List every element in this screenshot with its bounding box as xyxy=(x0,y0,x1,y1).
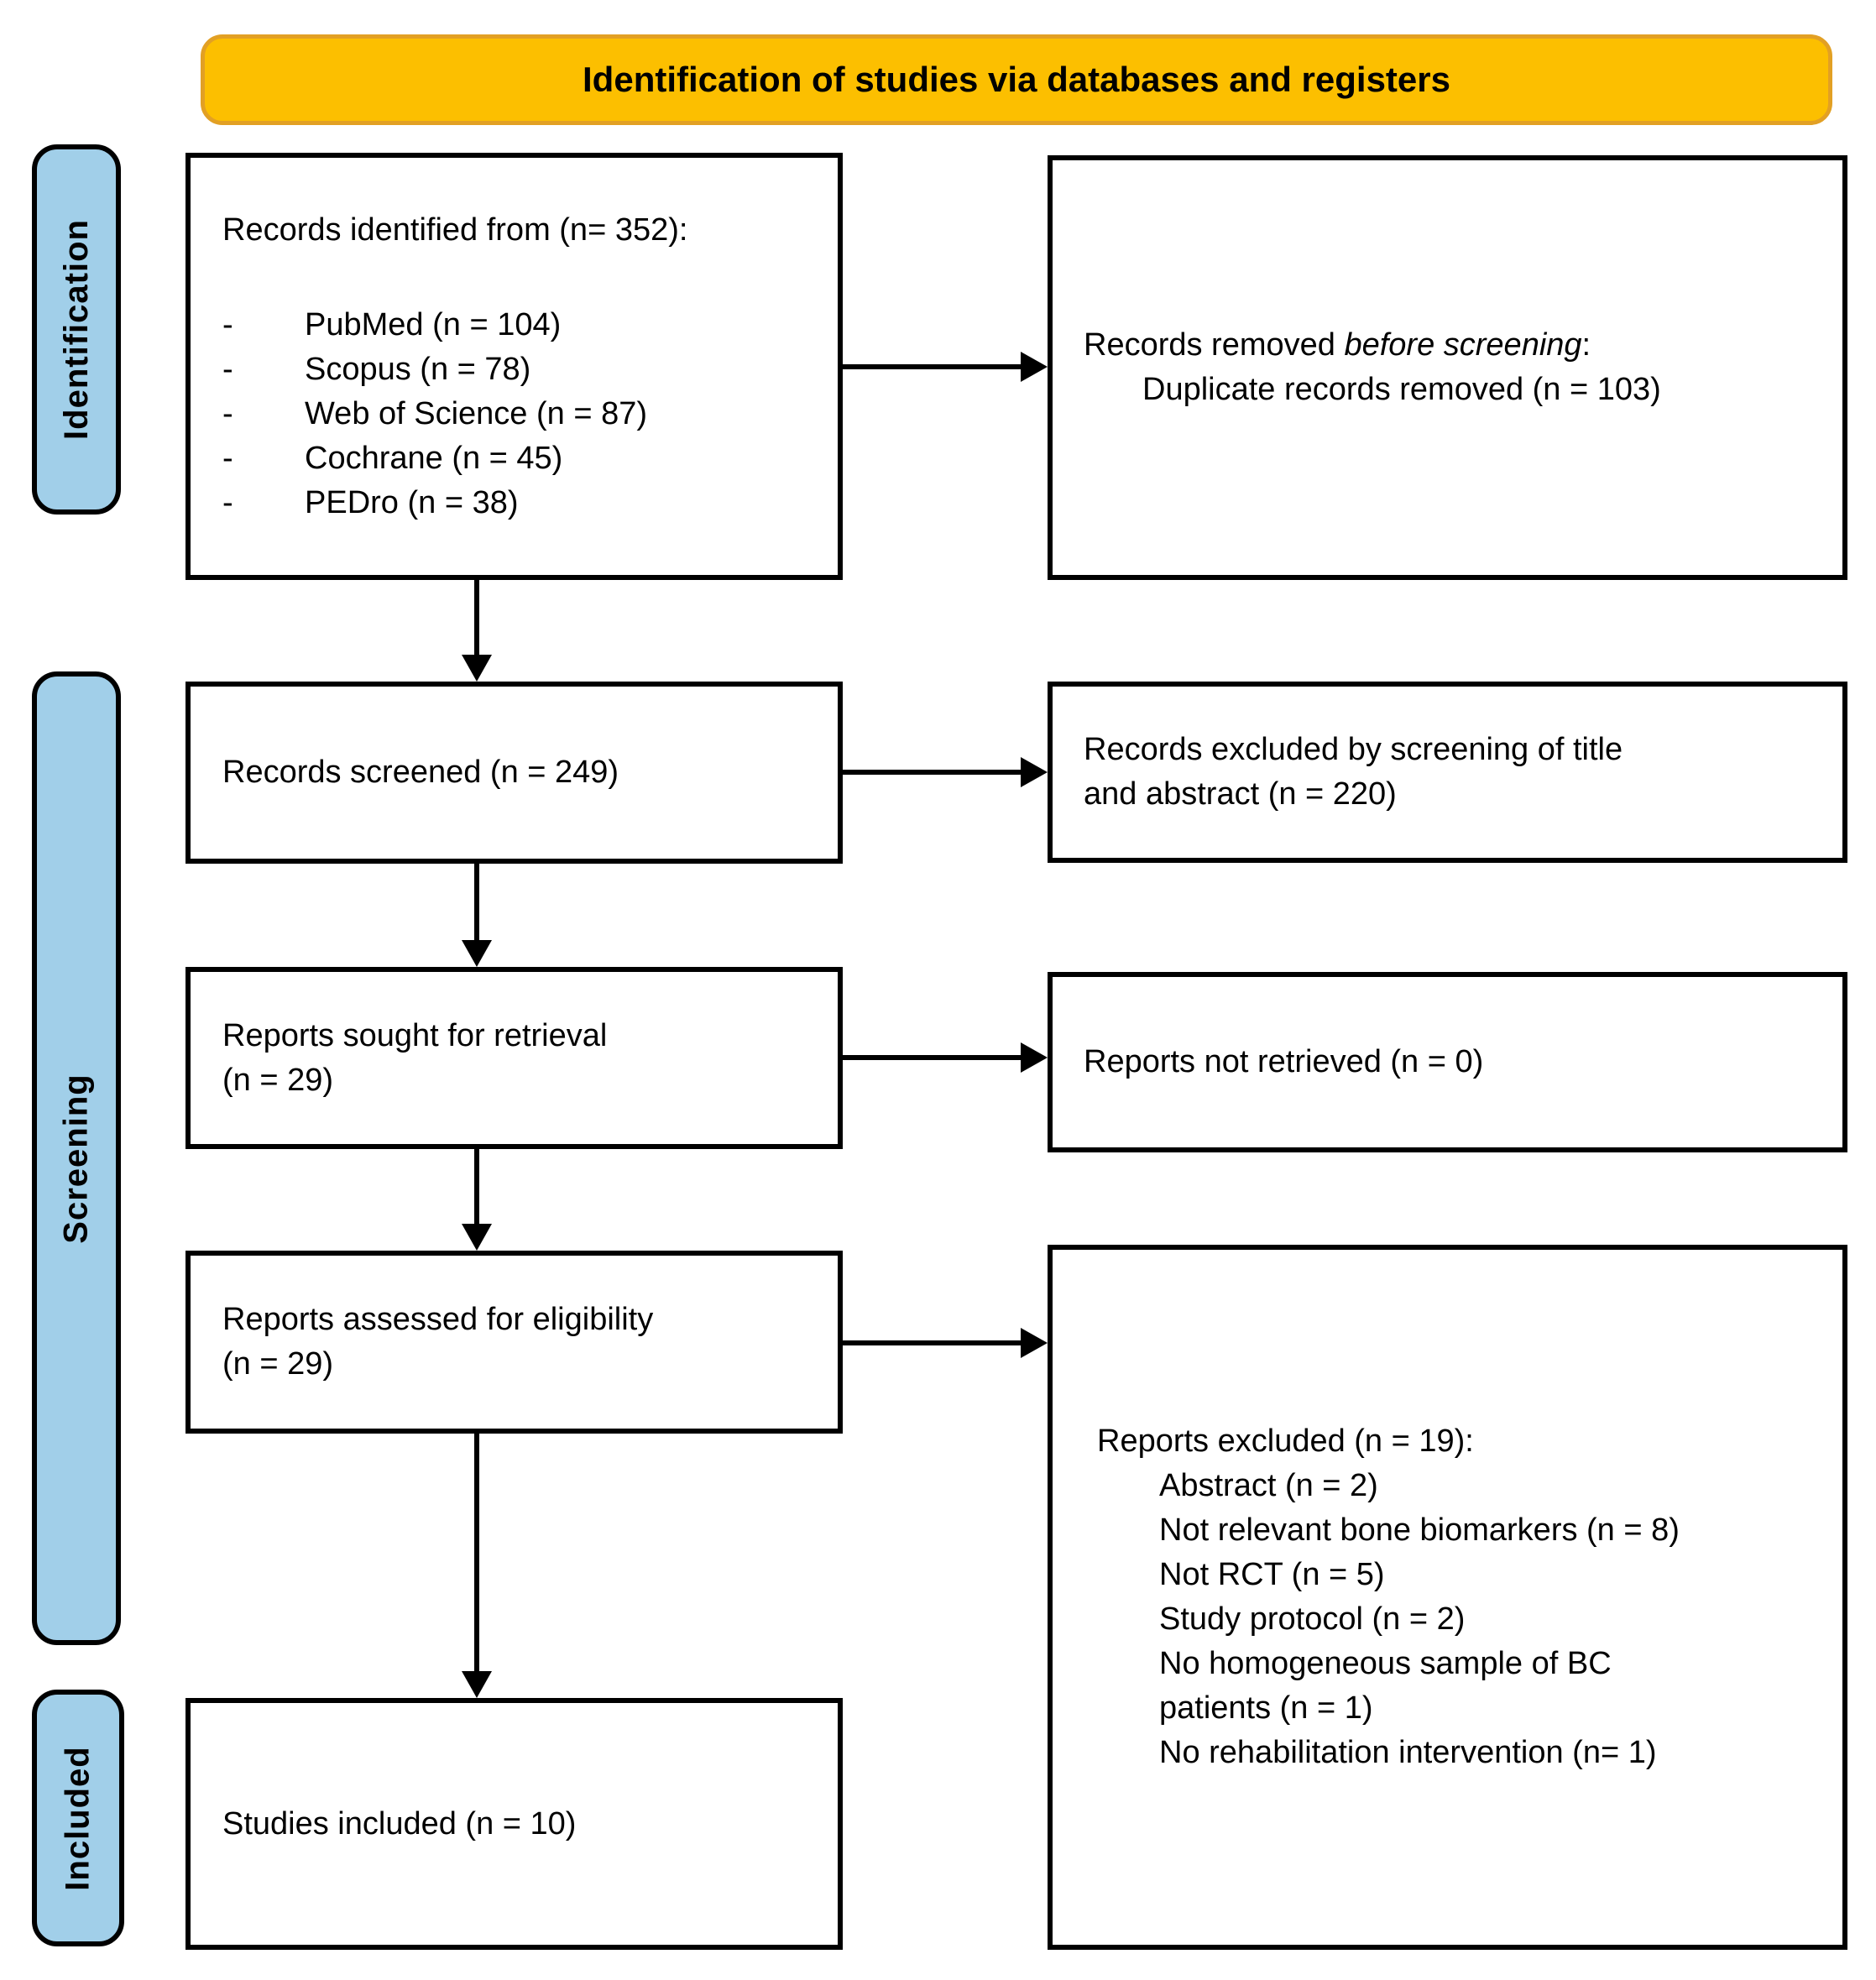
source-pedro: PEDro (n = 38) xyxy=(305,484,519,520)
header-banner: Identification of studies via databases … xyxy=(201,34,1832,125)
stage-identification-label: Identification xyxy=(57,219,95,440)
arrow-sought-to-notretrieved-head xyxy=(1021,1042,1048,1073)
box-records-screened: Records screened (n = 249) xyxy=(186,682,843,864)
studies-included-text: Studies included (n = 10) xyxy=(222,1805,577,1842)
list-item: - Cochrane (n = 45) xyxy=(222,436,813,481)
source-cochrane: Cochrane (n = 45) xyxy=(305,440,563,476)
bullet-dash: - xyxy=(222,306,233,342)
bullet-dash: - xyxy=(222,440,233,476)
records-screened-text: Records screened (n = 249) xyxy=(222,755,619,790)
arrow-assessed-to-included-head xyxy=(462,1671,492,1698)
arrow-identified-to-removed-head xyxy=(1021,352,1048,382)
reports-sought-line2: (n = 29) xyxy=(222,1062,334,1098)
arrow-identified-to-removed-line xyxy=(842,364,1025,369)
list-item: - PubMed (n = 104) xyxy=(222,303,813,347)
exclusion-reason: Abstract (n = 2) xyxy=(1159,1468,1378,1503)
arrow-assessed-to-excluded-line xyxy=(842,1340,1025,1345)
spacer xyxy=(222,253,813,303)
box-reports-sought: Reports sought for retrieval (n = 29) xyxy=(186,967,843,1149)
reports-not-retrieved-text: Reports not retrieved (n = 0) xyxy=(1084,1044,1484,1079)
records-removed-title: Records removed before screening: xyxy=(1084,323,1817,368)
records-removed-suffix: : xyxy=(1581,327,1591,363)
reports-assessed-line2: (n = 29) xyxy=(222,1346,334,1382)
list-item: - PEDro (n = 38) xyxy=(222,481,813,525)
exclusion-reason: Not relevant bone biomarkers (n = 8) xyxy=(1159,1512,1680,1548)
exclusion-reason: Study protocol (n = 2) xyxy=(1159,1601,1466,1637)
records-identified-title: Records identified from (n= 352): xyxy=(222,212,688,248)
records-excluded-line1: Records excluded by screening of title xyxy=(1084,732,1623,767)
reports-excluded-title: Reports excluded (n = 19): xyxy=(1097,1424,1474,1459)
box-records-identified: Records identified from (n= 352): - PubM… xyxy=(186,153,843,580)
arrow-assessed-to-excluded-head xyxy=(1021,1328,1048,1358)
arrow-screened-to-excluded-head xyxy=(1021,757,1048,787)
arrow-screened-to-sought-head xyxy=(462,940,492,967)
arrow-screened-to-excluded-line xyxy=(842,770,1025,775)
records-removed-prefix: Records removed xyxy=(1084,327,1345,363)
bullet-dash: - xyxy=(222,484,233,520)
exclusion-reason: No homogeneous sample of BC patients (n … xyxy=(1159,1646,1612,1726)
arrow-sought-to-assessed-head xyxy=(462,1224,492,1251)
arrow-sought-to-notretrieved-line xyxy=(842,1055,1025,1060)
source-web-of-science: Web of Science (n = 87) xyxy=(305,395,648,431)
stage-included-label: Included xyxy=(59,1745,97,1891)
arrow-assessed-to-included-line xyxy=(474,1433,479,1673)
stage-identification: Identification xyxy=(32,144,121,515)
source-scopus: Scopus (n = 78) xyxy=(305,351,531,387)
bullet-dash: - xyxy=(222,395,233,431)
box-records-excluded: Records excluded by screening of title a… xyxy=(1048,682,1847,863)
stage-screening: Screening xyxy=(32,671,121,1645)
records-removed-detail: Duplicate records removed (n = 103) xyxy=(1142,372,1661,407)
list-item: - Web of Science (n = 87) xyxy=(222,392,813,436)
box-reports-assessed: Reports assessed for eligibility (n = 29… xyxy=(186,1251,843,1434)
source-pubmed: PubMed (n = 104) xyxy=(305,306,562,342)
records-removed-emphasis: before screening xyxy=(1344,327,1582,363)
bullet-dash: - xyxy=(222,351,233,387)
arrow-identified-to-screened-line xyxy=(474,579,479,656)
header-title: Identification of studies via databases … xyxy=(583,60,1450,99)
arrow-identified-to-screened-head xyxy=(462,655,492,682)
exclusion-reason: No rehabilitation intervention (n= 1) xyxy=(1159,1735,1657,1770)
box-studies-included: Studies included (n = 10) xyxy=(186,1698,843,1950)
list-item: - Scopus (n = 78) xyxy=(222,347,813,392)
arrow-sought-to-assessed-line xyxy=(474,1148,479,1225)
box-reports-excluded: Reports excluded (n = 19): Abstract (n =… xyxy=(1048,1245,1847,1950)
box-reports-not-retrieved: Reports not retrieved (n = 0) xyxy=(1048,972,1847,1152)
exclusion-reason: Not RCT (n = 5) xyxy=(1159,1557,1385,1592)
stage-screening-label: Screening xyxy=(57,1073,95,1244)
stage-included: Included xyxy=(32,1690,124,1946)
records-excluded-line2: and abstract (n = 220) xyxy=(1084,776,1397,812)
reports-sought-line1: Reports sought for retrieval xyxy=(222,1017,608,1053)
arrow-screened-to-sought-line xyxy=(474,863,479,942)
reports-assessed-line1: Reports assessed for eligibility xyxy=(222,1302,654,1337)
box-records-removed: Records removed before screening: Duplic… xyxy=(1048,155,1847,580)
